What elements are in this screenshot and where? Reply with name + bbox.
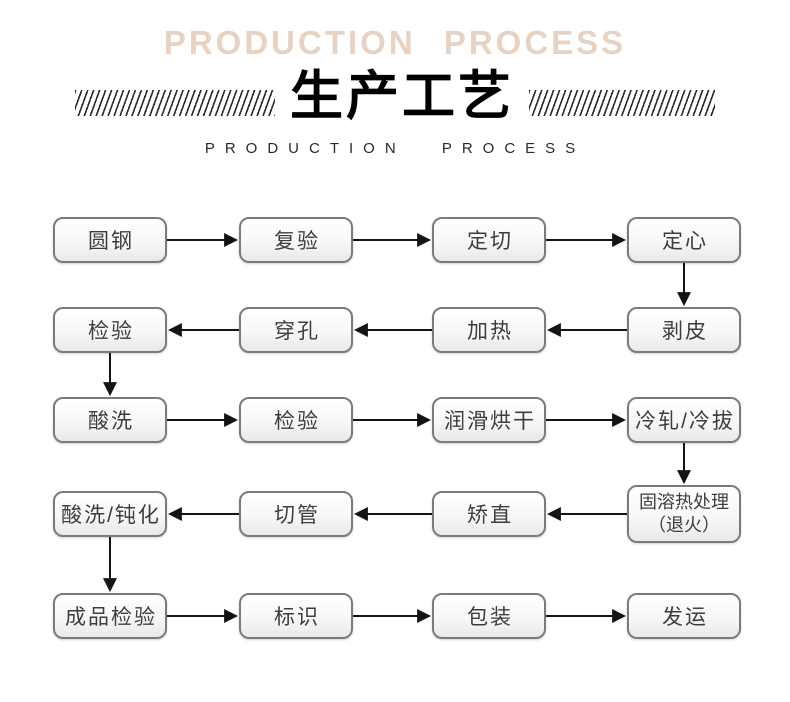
flow-node-label: 剥皮 <box>662 320 708 343</box>
flow-node-label: 包装 <box>467 606 513 629</box>
flow-node-pipe-cutting: 切管 <box>239 491 353 537</box>
flow-node-label: 定心 <box>662 230 708 253</box>
flow-node-inspection-2: 检验 <box>239 397 353 443</box>
flow-node-round-steel: 圆钢 <box>53 217 167 263</box>
flow-node-label: 穿孔 <box>274 320 320 343</box>
flow-node-reinspection: 复验 <box>239 217 353 263</box>
flow-node-label: 检验 <box>88 320 134 343</box>
flow-node-peeling: 剥皮 <box>627 307 741 353</box>
flow-node-label: 复验 <box>274 230 320 253</box>
flow-node-solution-heat-treatment: 固溶热处理 （退火） <box>627 485 741 543</box>
flow-node-pickling-passivation: 酸洗/钝化 <box>53 491 167 537</box>
slash-pattern-left <box>75 90 275 117</box>
flow-node-straightening: 矫直 <box>432 491 546 537</box>
flow-node-label: 发运 <box>662 606 708 629</box>
slash-pattern-right <box>529 90 715 117</box>
flow-node-marking: 标识 <box>239 593 353 639</box>
header-watermark-title: PRODUCTION PROCESS <box>163 24 627 61</box>
header-subtitle: PRODUCTION PROCESS <box>204 140 586 158</box>
flow-node-label: 酸洗/钝化 <box>61 504 161 527</box>
page-title: 生产工艺 <box>290 66 514 126</box>
header-title-row: 生产工艺 <box>0 64 790 128</box>
flow-node-label: 固溶热处理 <box>639 491 729 512</box>
flow-node-label: 圆钢 <box>88 230 134 253</box>
flow-node-pickling: 酸洗 <box>53 397 167 443</box>
flow-node-centering: 定心 <box>627 217 741 263</box>
flow-node-label: 冷轧/冷拔 <box>635 410 735 433</box>
flow-node-shipping: 发运 <box>627 593 741 639</box>
flow-node-label: 成品检验 <box>65 606 157 629</box>
flow-node-piercing: 穿孔 <box>239 307 353 353</box>
header: PRODUCTION PROCESS 生产工艺 PRODUCTION PROCE… <box>0 0 790 157</box>
flow-node-label: 酸洗 <box>88 410 134 433</box>
flow-node-lubrication-drying: 润滑烘干 <box>432 397 546 443</box>
flow-node-inspection-1: 检验 <box>53 307 167 353</box>
flow-node-label: 切管 <box>274 504 320 527</box>
flow-node-label: 加热 <box>467 320 513 343</box>
flow-node-final-inspection: 成品检验 <box>53 593 167 639</box>
flow-node-packaging: 包装 <box>432 593 546 639</box>
flow-node-label: 矫直 <box>467 504 513 527</box>
flow-node-heating: 加热 <box>432 307 546 353</box>
flow-node-label: 标识 <box>274 606 320 629</box>
flow-node-fixed-cutting: 定切 <box>432 217 546 263</box>
flow-node-label: 定切 <box>467 230 513 253</box>
flow-node-cold-rolling-drawing: 冷轧/冷拔 <box>627 397 741 443</box>
flow-node-label: 检验 <box>274 410 320 433</box>
flow-node-sublabel: （退火） <box>648 515 720 535</box>
flow-node-label: 润滑烘干 <box>444 410 536 433</box>
